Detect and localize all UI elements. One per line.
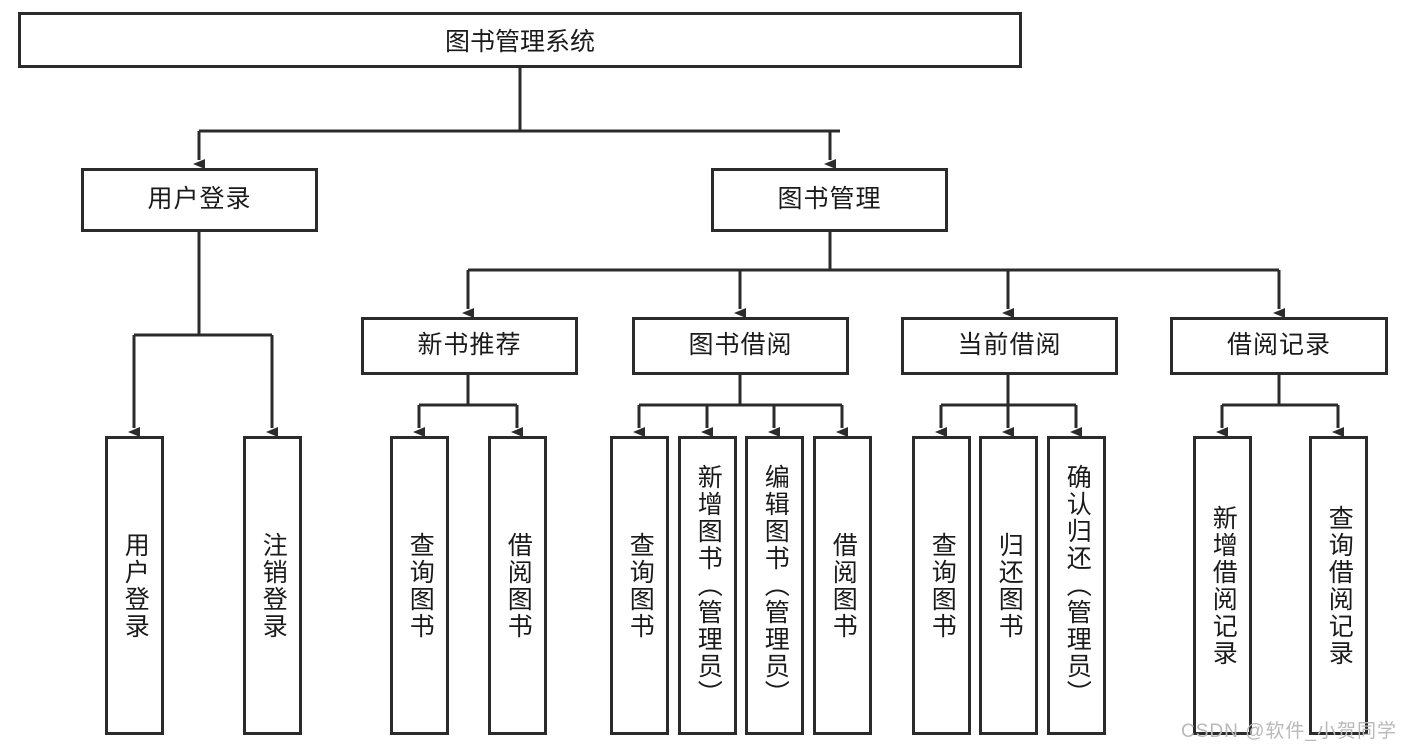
leaf-book-borrow-borrow[interactable]: 借阅图书 [813, 436, 872, 735]
leaf-book-borrow-add-admin[interactable]: 新增图书（管理员） [678, 436, 737, 735]
leaf-new-book-query[interactable]: 查询图书 [390, 436, 449, 735]
node-book-borrow[interactable]: 图书借阅 [632, 317, 849, 375]
node-label: 图书管理系统 [444, 28, 595, 56]
leaf-new-book-borrow[interactable]: 借阅图书 [488, 436, 547, 735]
node-label: 查询图书 [928, 531, 957, 640]
node-label: 查询图书 [406, 531, 435, 640]
node-label: 用户登录 [121, 531, 150, 640]
node-label: 图书管理 [777, 185, 882, 214]
node-label: 注销登录 [259, 531, 288, 640]
node-current-borrow[interactable]: 当前借阅 [901, 317, 1118, 375]
node-user-login[interactable]: 用户登录 [81, 168, 318, 232]
node-label: 新增图书（管理员） [694, 464, 723, 707]
node-label: 新增借阅记录 [1209, 504, 1238, 667]
node-label: 查询借阅记录 [1325, 504, 1354, 667]
node-book-management[interactable]: 图书管理 [711, 168, 948, 232]
node-label: 借阅图书 [504, 531, 533, 640]
node-new-book-recommend[interactable]: 新书推荐 [361, 317, 578, 375]
leaf-current-borrow-query[interactable]: 查询图书 [912, 436, 971, 735]
leaf-borrow-record-add[interactable]: 新增借阅记录 [1193, 436, 1252, 735]
node-label: 图书借阅 [688, 331, 793, 360]
leaf-book-borrow-edit-admin[interactable]: 编辑图书（管理员） [745, 436, 804, 735]
leaf-borrow-record-query[interactable]: 查询借阅记录 [1309, 436, 1368, 735]
node-label: 归还图书 [995, 531, 1024, 640]
node-label: 确认归还（管理员） [1063, 464, 1092, 707]
leaf-current-borrow-confirm-admin[interactable]: 确认归还（管理员） [1047, 436, 1106, 735]
node-label: 新书推荐 [417, 331, 522, 360]
leaf-current-borrow-return[interactable]: 归还图书 [979, 436, 1038, 735]
node-borrow-record[interactable]: 借阅记录 [1170, 317, 1388, 375]
watermark-text: CSDN @软件_小贺同学 [1181, 721, 1397, 742]
leaf-user-login-login[interactable]: 用户登录 [105, 436, 164, 735]
leaf-book-borrow-query[interactable]: 查询图书 [610, 436, 669, 735]
node-label: 当前借阅 [957, 331, 1062, 360]
node-label: 借阅图书 [829, 531, 858, 640]
node-label: 借阅记录 [1226, 331, 1331, 360]
node-label: 编辑图书（管理员） [761, 464, 790, 707]
node-root-book-management-system[interactable]: 图书管理系统 [18, 12, 1022, 68]
leaf-user-login-logout[interactable]: 注销登录 [243, 436, 302, 735]
node-label: 查询图书 [626, 531, 655, 640]
node-label: 用户登录 [147, 185, 252, 214]
